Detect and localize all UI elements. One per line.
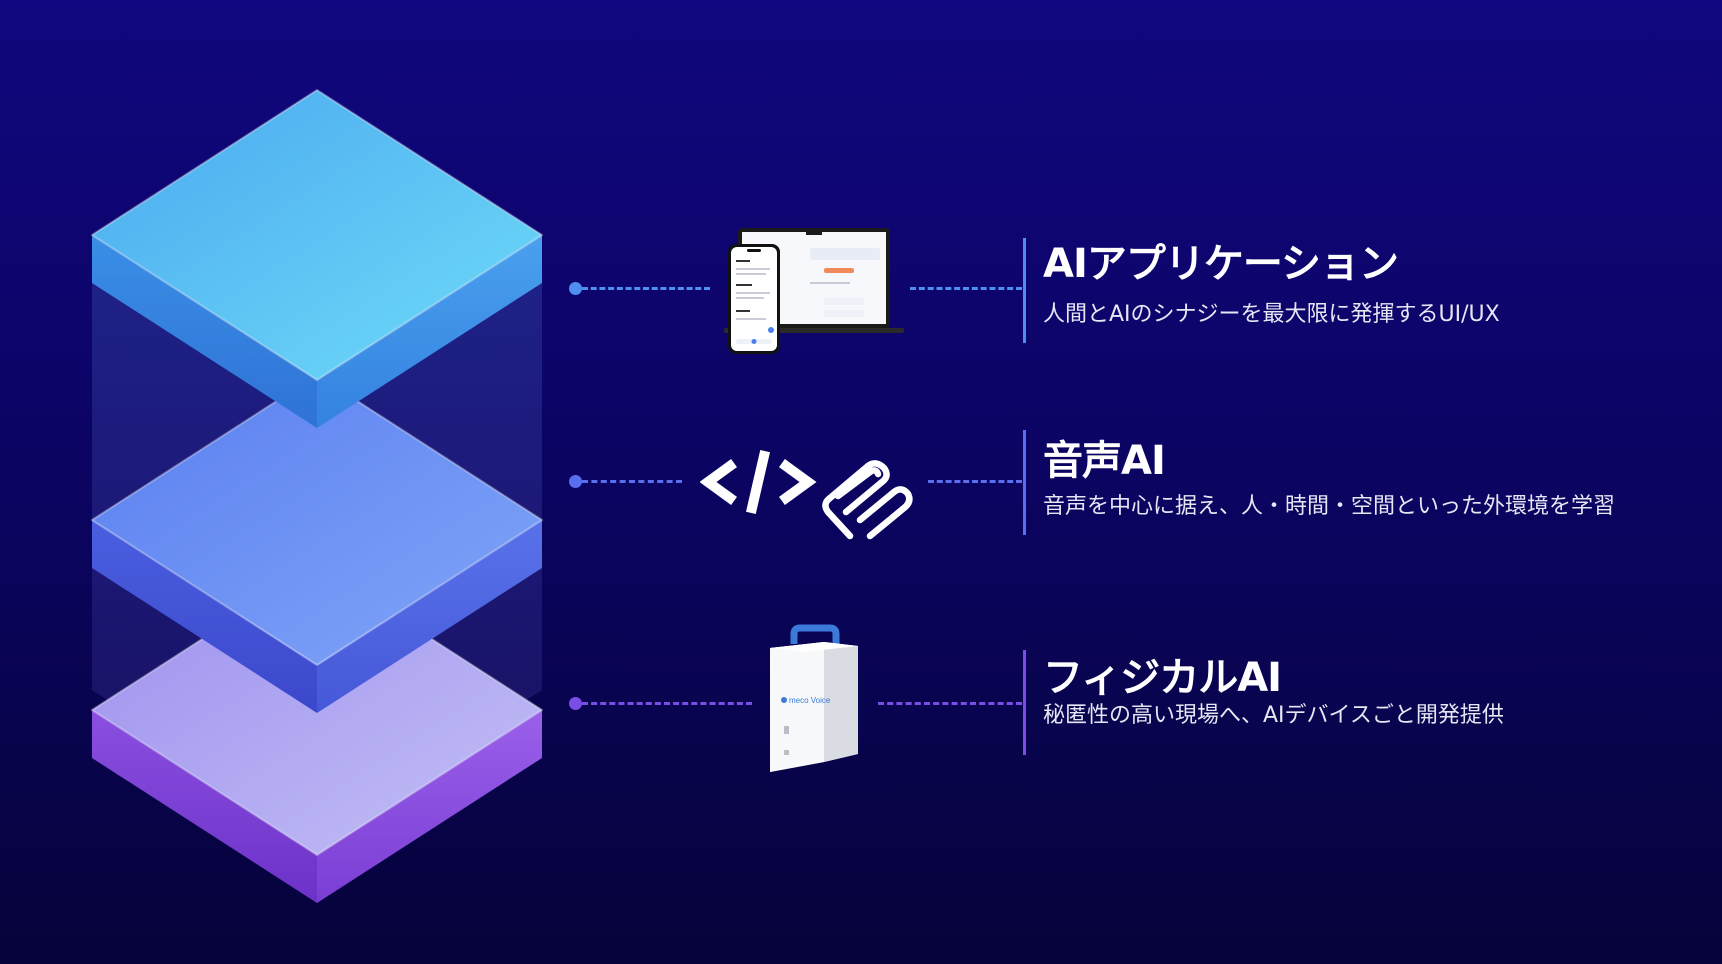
connector-line-application-right: [910, 287, 1022, 290]
code-slash: [746, 450, 770, 514]
divider-physical: [1023, 650, 1026, 755]
divider-application: [1023, 238, 1026, 343]
devices-icon: [720, 226, 904, 356]
code-bracket-left: [699, 459, 737, 505]
layer-title-application: AIアプリケーション: [1043, 241, 1399, 287]
layer-slab-voice: [91, 374, 543, 713]
code-and-logo-icon: [699, 438, 916, 546]
layer-description-voice: 音声を中心に据え、人・時間・空間といった外環境を学習: [1043, 494, 1616, 519]
layer-description-physical: 秘匿性の高い現場へ、AIデバイスごと開発提供: [1043, 703, 1504, 728]
slab-right-side: [317, 235, 542, 428]
layer-description-application: 人間とAIのシナジーを最大限に発揮するUI/UX: [1043, 302, 1500, 327]
connector-line-physical-right: [878, 702, 1022, 705]
slab-left-side: [92, 520, 317, 713]
slab-right-side: [317, 520, 542, 713]
connector-line-voice-right: [928, 480, 1022, 483]
layer-title-physical: フィジカルAI: [1043, 655, 1282, 701]
slab-left-side: [92, 235, 317, 428]
code-bracket-right: [779, 459, 817, 505]
connector-line-physical-left: [582, 702, 752, 705]
slab-top-face: [91, 374, 543, 666]
slab-left-side: [92, 710, 317, 903]
ai-device-box-icon: meco Voice: [764, 624, 864, 779]
divider-voice: [1023, 430, 1026, 535]
slab-right-side: [317, 710, 542, 903]
device-brand-label: meco Voice: [789, 696, 831, 705]
layer-slab-application: [91, 89, 543, 428]
brand-logo-icon: [822, 460, 913, 540]
connector-dot-application: [569, 282, 582, 295]
layer-stack-illustration: [91, 89, 543, 903]
layer-title-voice: 音声AI: [1043, 438, 1166, 484]
connector-line-voice-left: [582, 480, 682, 483]
connector-dot-voice: [569, 475, 582, 488]
connector-line-application-left: [582, 287, 710, 290]
connector-dot-physical: [569, 697, 582, 710]
slab-top-face: [91, 89, 543, 381]
